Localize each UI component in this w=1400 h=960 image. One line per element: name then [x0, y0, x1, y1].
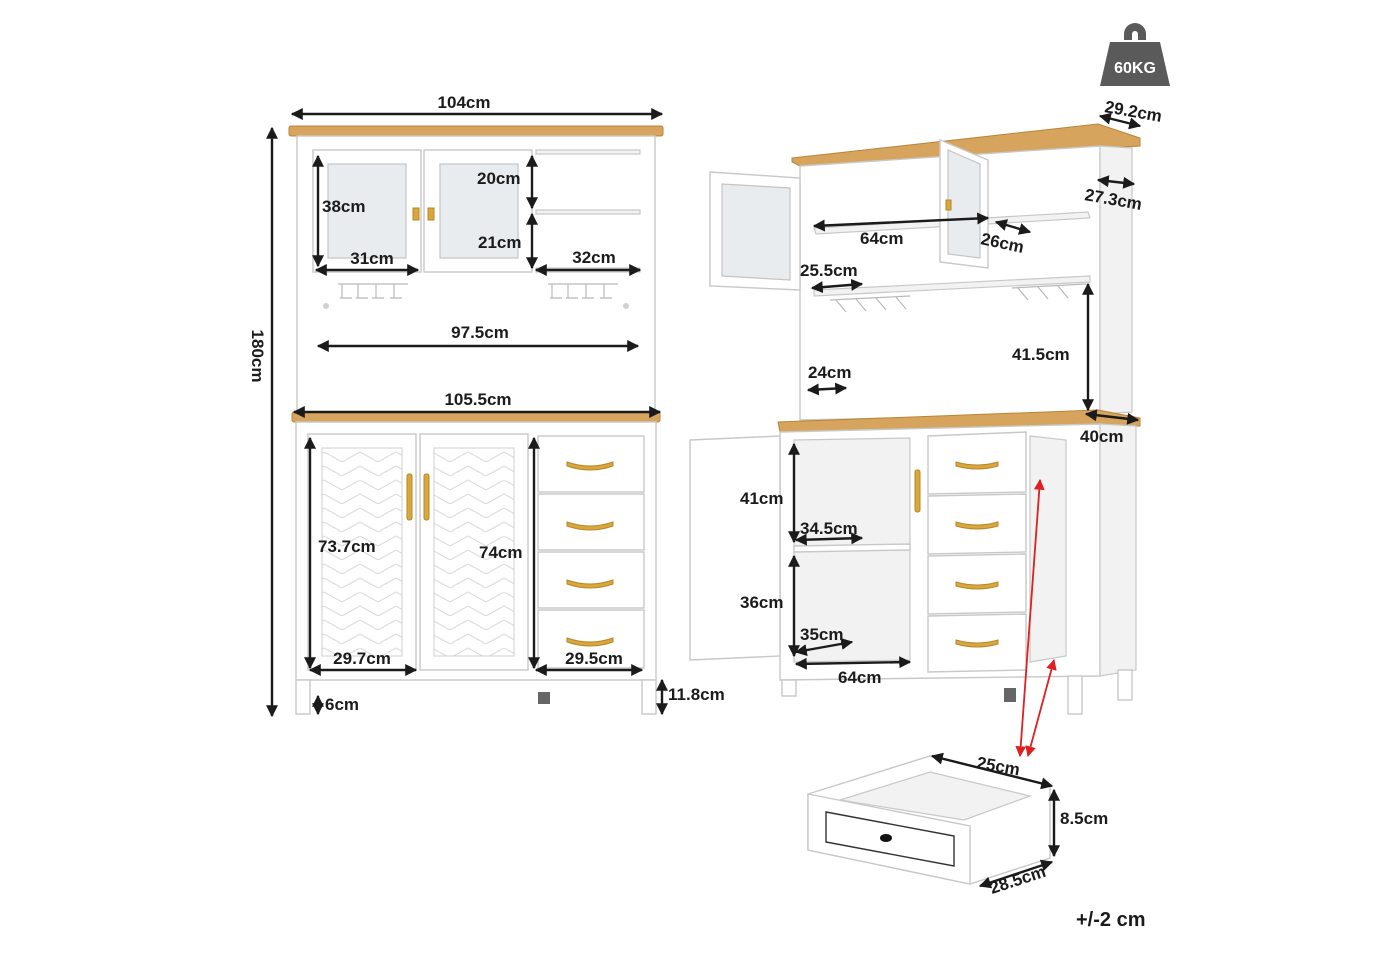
side-cabinet-lower-height-label: 36cm — [740, 593, 783, 612]
side-base-depth-label: 40cm — [1080, 427, 1123, 446]
drawer-inner-floor — [839, 771, 1033, 821]
front-knob-left — [412, 207, 420, 221]
side-cabinet-lower-depth-label: 35cm — [800, 625, 843, 644]
front-leg-center — [538, 692, 550, 704]
front-door-width-label: 29.7cm — [333, 649, 391, 668]
front-drawer-4 — [537, 609, 645, 669]
side-leg-back-right — [1117, 669, 1133, 701]
front-cable-hole-right — [623, 303, 629, 309]
side-drawer-handle-1 — [955, 461, 999, 470]
side-drawer-2 — [927, 493, 1027, 555]
drawer-height-label: 8.5cm — [1060, 809, 1108, 828]
side-top-depth-label: 29.2cm — [1103, 97, 1163, 126]
front-wine-rack-right — [548, 283, 618, 299]
front-counter-width-label: 105.5cm — [444, 390, 511, 409]
side-drawer-handle-2 — [955, 521, 999, 530]
side-hutch-shelf-2 — [813, 275, 1091, 297]
side-glass-left — [721, 183, 791, 281]
side-leg-front-right — [1067, 675, 1083, 715]
drawer-detail: 25cm 8.5cm 28.5cm — [807, 752, 1108, 898]
side-view-cabinet — [689, 123, 1141, 715]
side-drawer-handle-4 — [955, 639, 999, 648]
front-hutch-width-label: 97.5cm — [451, 323, 509, 342]
front-glass-door-height-label: 38cm — [322, 197, 365, 216]
front-counter-wood — [291, 411, 661, 423]
side-knob — [945, 199, 952, 211]
front-door-left-panel — [321, 447, 403, 657]
side-view-labels: 29.2cm 27.3cm 64cm 26cm 25.5cm 41.5cm 24… — [740, 97, 1163, 687]
front-leg-clearance-label: 6cm — [325, 695, 359, 714]
drawer-callout-arrows — [1015, 478, 1057, 758]
front-drawer-stack-height-label: 74cm — [479, 543, 522, 562]
front-door-handle-left — [406, 473, 413, 521]
side-glass-right — [947, 149, 981, 259]
side-cabinet-upper-depth-label: 34.5cm — [800, 519, 858, 538]
side-wine-rack-right — [1011, 283, 1087, 301]
side-drawer-1 — [927, 431, 1027, 495]
front-drawer-width-label: 29.5cm — [565, 649, 623, 668]
front-wine-rack-left — [338, 283, 408, 299]
front-top-wood — [288, 125, 664, 137]
side-cabinet-width-label: 64cm — [838, 668, 881, 687]
side-hutch-gap-height-label: 41.5cm — [1012, 345, 1070, 364]
side-cabinet-shelf — [793, 543, 911, 553]
kettlebell-weight-icon: 60KG — [1100, 23, 1170, 86]
front-drawer-handle-4 — [566, 637, 614, 647]
side-base-side-panel — [1099, 423, 1137, 677]
side-hutch-side-panel — [1099, 145, 1133, 415]
front-drawer-handle-2 — [566, 521, 614, 531]
front-cable-hole-left — [323, 303, 329, 309]
front-door-handle-right — [423, 473, 430, 521]
front-leg-left — [295, 679, 311, 715]
side-wine-rack-left — [829, 295, 911, 313]
front-total-height-label: 180cm — [248, 330, 267, 383]
front-knob-right — [427, 207, 435, 221]
front-upper-shelf-height-label: 20cm — [477, 169, 520, 188]
front-drawer-handle-1 — [566, 461, 614, 471]
drawer-knob — [880, 834, 892, 842]
side-top-wood — [791, 123, 1141, 167]
front-door-height-label: 73.7cm — [318, 537, 376, 556]
front-shelf-mid — [535, 209, 641, 215]
side-leg-center — [1004, 688, 1016, 702]
side-cabinet-upper-height-label: 41cm — [740, 489, 783, 508]
front-glass-left — [327, 163, 407, 259]
front-drawer-handle-3 — [566, 579, 614, 589]
front-shelf-top — [535, 149, 641, 155]
front-drawer-2 — [537, 493, 645, 551]
front-drawer-3 — [537, 551, 645, 609]
front-view-dimensions — [266, 108, 668, 718]
front-leg-height-label: 11.8cm — [668, 685, 725, 704]
side-rack-depth-label: 25.5cm — [800, 261, 858, 280]
side-drawer-3 — [927, 553, 1027, 615]
side-hutch-gap-depth-label: 24cm — [808, 363, 851, 382]
front-view-labels: 104cm 180cm 38cm 20cm 21cm 31cm 32cm 97.… — [248, 93, 725, 714]
weight-label: 60KG — [1114, 60, 1156, 77]
side-drawer-handle-3 — [955, 581, 999, 590]
side-view-dimensions — [788, 112, 1142, 670]
front-glass-door-width-label: 31cm — [350, 249, 393, 268]
front-open-shelf-width-label: 32cm — [572, 248, 615, 267]
front-lower-shelf-height-label: 21cm — [478, 233, 521, 252]
front-door-right-panel — [433, 447, 515, 657]
side-door-handle — [914, 469, 921, 513]
front-leg-right — [641, 679, 657, 715]
side-leg-front-left — [781, 679, 797, 697]
tolerance-label: +/-2 cm — [1076, 909, 1145, 931]
drawer-front-panel — [825, 811, 955, 867]
front-top-width-label: 104cm — [438, 93, 491, 112]
front-drawer-1 — [537, 435, 645, 493]
side-open-door — [689, 435, 781, 661]
side-hutch-width-label: 64cm — [860, 229, 903, 248]
front-glass-right — [439, 163, 519, 259]
